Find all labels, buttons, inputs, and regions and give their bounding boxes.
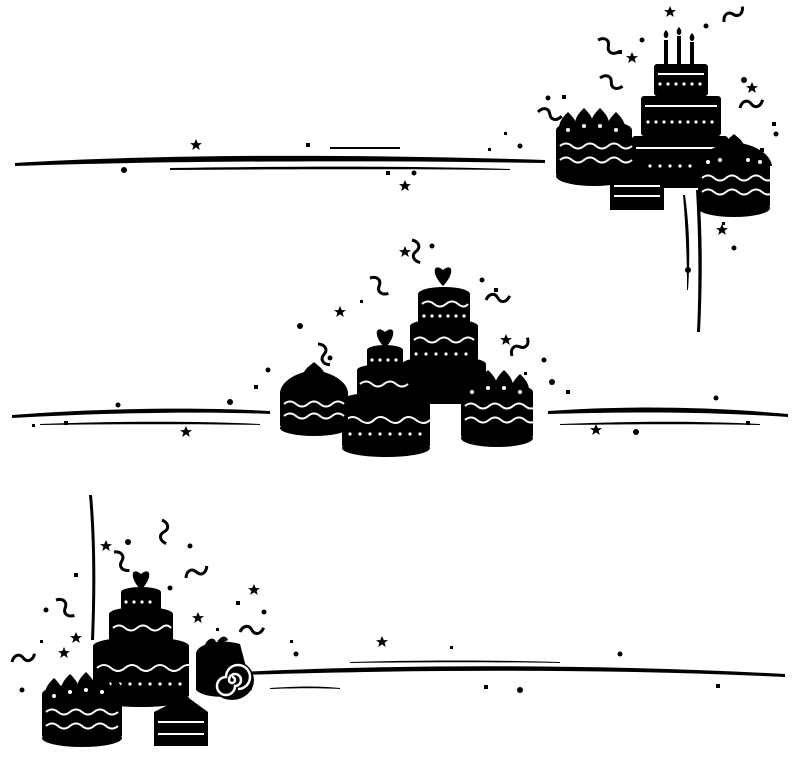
bottom-rosette-cake [42, 672, 126, 747]
middle-group [12, 236, 788, 457]
cake-slice [610, 159, 664, 210]
confetti-bottom [8, 517, 720, 693]
middle-cream-cake [280, 362, 348, 436]
bottom-left-group [8, 495, 785, 747]
swiss-roll [196, 636, 254, 700]
swirl-divider-vertical-bottom [89, 495, 96, 640]
middle-rosette-cake [461, 370, 538, 447]
cream-dome-cake [698, 134, 775, 217]
confetti-middle [32, 236, 750, 437]
swirl-divider-bottom [240, 660, 785, 689]
heart-tiered-cake [342, 329, 431, 457]
confetti-top [121, 1, 779, 273]
swirl-divider-vertical-top [696, 190, 702, 332]
bottom-cake-slice [154, 693, 208, 746]
top-right-group [15, 1, 779, 332]
swirl-divider-middle [12, 407, 788, 425]
swirl-divider-top [15, 147, 545, 170]
tall-heart-cake [402, 267, 486, 404]
